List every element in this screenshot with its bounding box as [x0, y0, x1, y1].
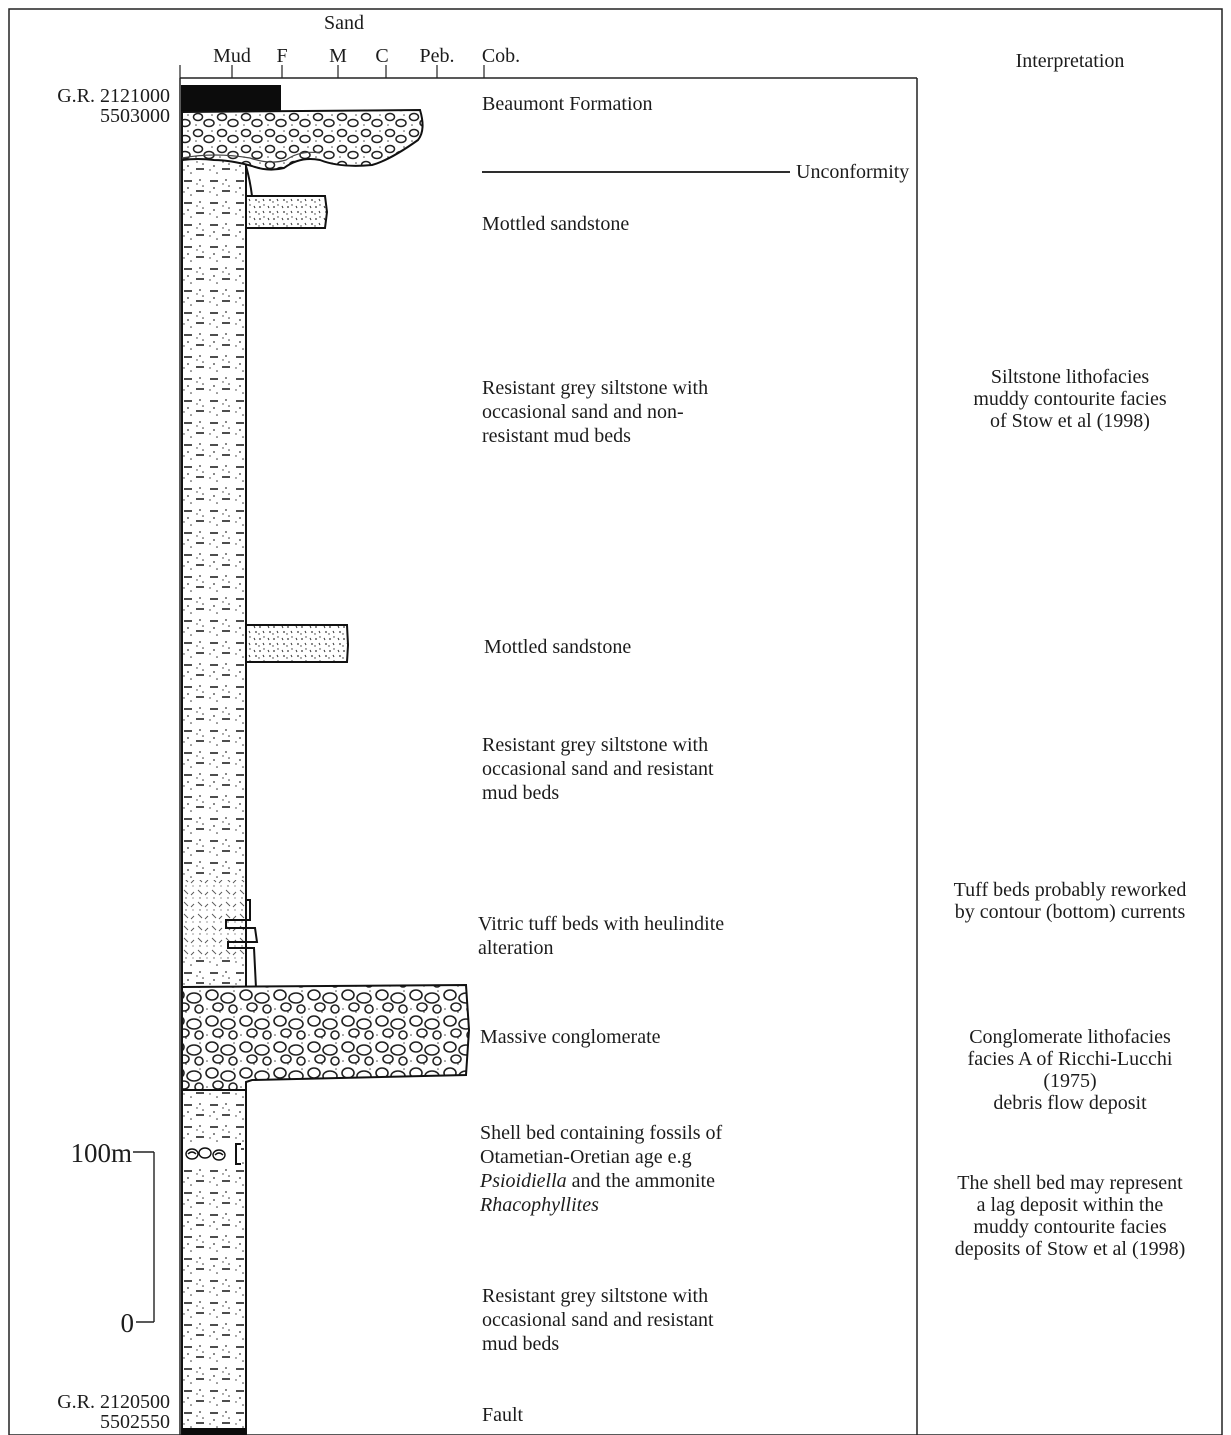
unit-siltstone-lower: Resistant grey siltstone with occasional… — [482, 1284, 714, 1356]
scale-bar-bottom-label: 0 — [40, 1308, 134, 1338]
unit-vitric-tuff: Vitric tuff beds with heulindite alterat… — [478, 912, 724, 960]
grid-ref-bottom-northing: 5502550 — [10, 1410, 170, 1434]
beaumont-formation-bed — [181, 85, 281, 112]
interpretation-tuff: Tuff beds probably reworked by contour (… — [920, 879, 1220, 923]
interpretation-conglomerate: Conglomerate lithofacies facies A of Ric… — [920, 1026, 1220, 1114]
sand-label: Sand — [316, 11, 372, 35]
interpretation-siltstone: Siltstone lithofacies muddy contourite f… — [920, 366, 1220, 432]
unit-massive-conglomerate: Massive conglomerate — [480, 1025, 661, 1049]
grain-tick-mud: Mud — [207, 44, 257, 68]
massive-conglomerate-bed — [182, 985, 469, 1090]
unit-shell-bed: Shell bed containing fossils of Otametia… — [480, 1121, 722, 1217]
interpretation-shell-bed: The shell bed may represent a lag deposi… — [920, 1172, 1220, 1260]
grain-tick-pebble: Peb. — [412, 44, 462, 68]
unit-siltstone-upper: Resistant grey siltstone with occasional… — [482, 376, 708, 448]
unconformity-conglomerate — [182, 110, 423, 170]
unit-beaumont-formation: Beaumont Formation — [482, 92, 653, 116]
grid-ref-top-northing: 5503000 — [10, 104, 170, 128]
shell-bed — [183, 1144, 241, 1164]
unit-fault: Fault — [482, 1403, 523, 1427]
grain-tick-m: M — [324, 44, 352, 68]
unconformity-label: Unconformity — [796, 160, 909, 184]
interpretation-header: Interpretation — [990, 49, 1150, 73]
grain-tick-f: F — [268, 44, 296, 68]
scale-bar — [133, 1152, 154, 1322]
mottled-sandstone-bed-2 — [246, 625, 348, 662]
unit-siltstone-middle: Resistant grey siltstone with occasional… — [482, 733, 714, 805]
mottled-sandstone-bed-1 — [246, 196, 327, 228]
scale-bar-top-label: 100m — [40, 1138, 132, 1168]
grain-tick-c: C — [368, 44, 396, 68]
siltstone-column — [182, 112, 246, 1435]
fossil-rhacophyllites: Rhacophyllites — [480, 1194, 599, 1216]
unit-mottled-sandstone-1: Mottled sandstone — [482, 212, 629, 236]
fossil-psioidiella: Psioidiella — [480, 1170, 567, 1192]
grain-tick-cobble: Cob. — [476, 44, 526, 68]
unit-mottled-sandstone-2: Mottled sandstone — [484, 635, 631, 659]
